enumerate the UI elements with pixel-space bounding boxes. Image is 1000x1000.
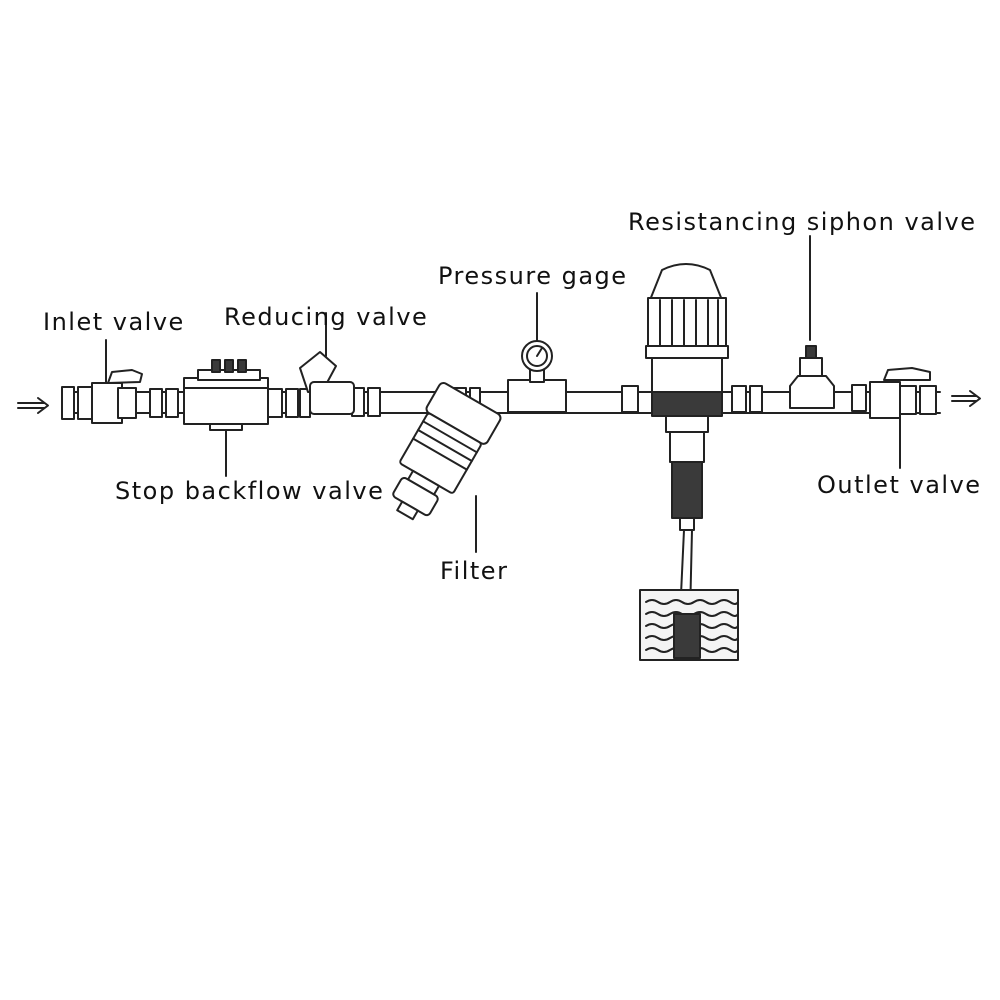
inlet-valve-label: Inlet valve <box>43 308 185 336</box>
chemical-container <box>639 589 739 661</box>
pressure-gage <box>507 292 567 413</box>
reducing-valve <box>299 312 355 415</box>
resistancing-siphon-valve-label: Resistancing siphon valve <box>628 208 977 236</box>
filter-label: Filter <box>440 557 509 585</box>
outlet-valve-label: Outlet valve <box>817 471 982 499</box>
outlet-valve <box>869 367 937 469</box>
outlet-flow-arrow <box>951 390 981 407</box>
inlet-flow-arrow <box>17 397 49 414</box>
stop-backflow-valve <box>183 359 269 477</box>
filter <box>392 382 502 553</box>
resistancing-siphon-valve <box>789 235 835 409</box>
pressure-gage-label: Pressure gage <box>438 262 628 290</box>
dosing-pump <box>645 263 729 617</box>
inlet-valve <box>61 339 143 424</box>
reducing-valve-label: Reducing valve <box>224 303 429 331</box>
stop-backflow-valve-label: Stop backflow valve <box>115 477 385 505</box>
